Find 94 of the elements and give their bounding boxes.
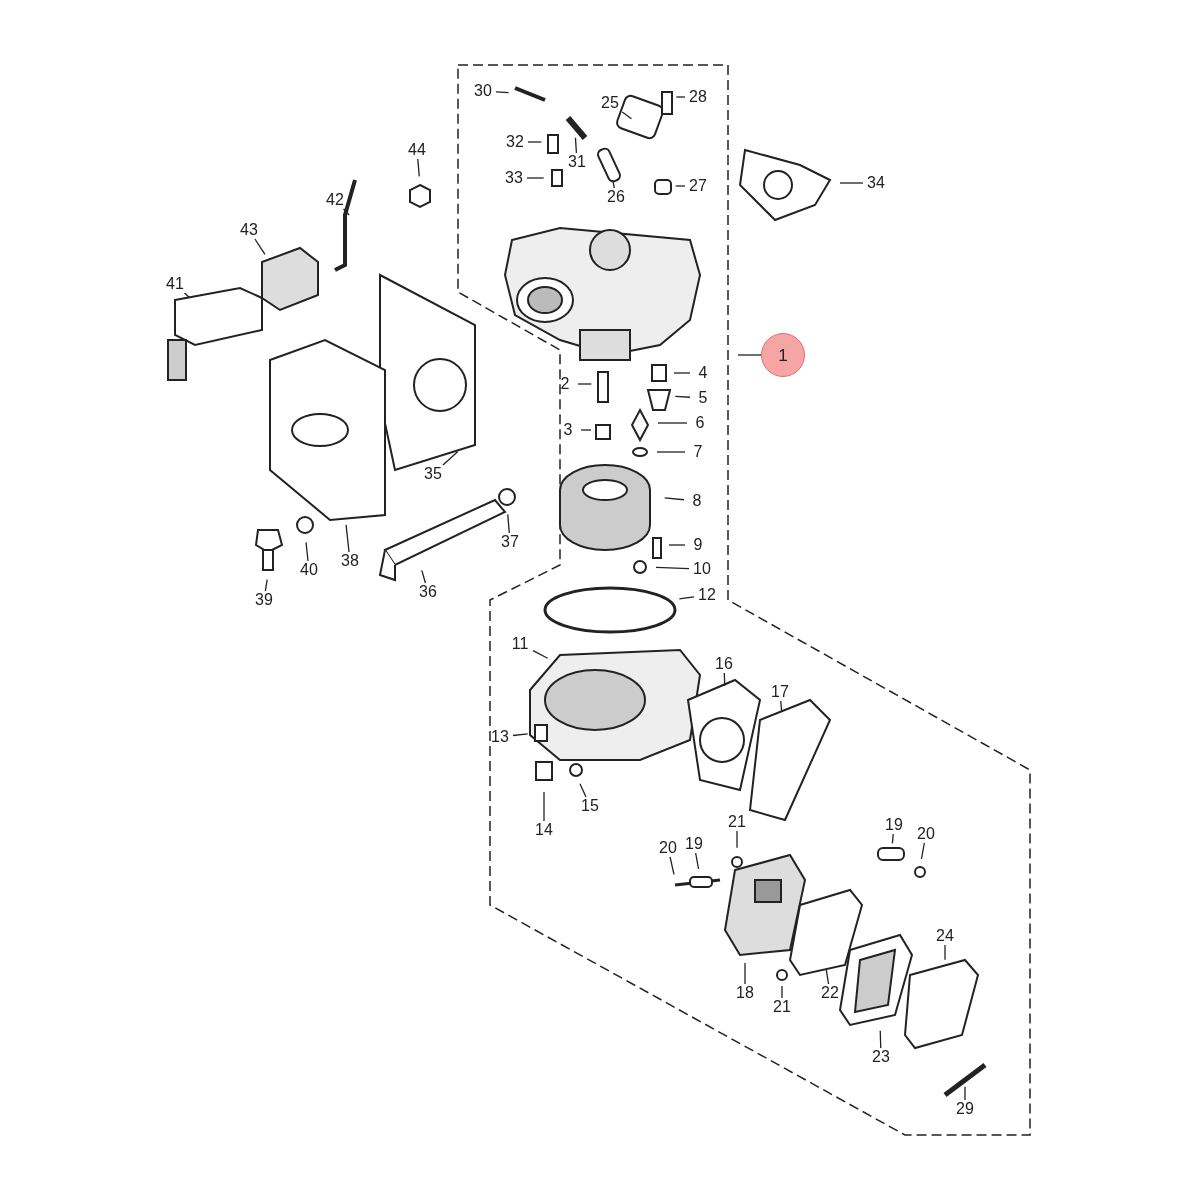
- leader-line: [723, 672, 726, 687]
- leader-line: [669, 856, 675, 875]
- leader-line: [657, 422, 688, 424]
- callout-number: 22: [817, 984, 843, 1002]
- leader-line: [612, 179, 615, 189]
- callout-number: 9: [685, 536, 711, 554]
- callout-number: 40: [296, 561, 322, 579]
- leader-line: [345, 524, 350, 553]
- leader-line: [580, 429, 592, 431]
- callout-number: 19: [881, 816, 907, 834]
- callout-number: 37: [497, 533, 523, 551]
- callout-number: 17: [767, 683, 793, 701]
- leader-line: [574, 137, 578, 154]
- leader-line: [668, 544, 686, 546]
- callout-number: 23: [868, 1048, 894, 1066]
- callout-number: 28: [685, 88, 711, 106]
- leader-line: [507, 513, 510, 534]
- leader-line: [920, 842, 925, 860]
- callout-number: 13: [487, 728, 513, 746]
- callout-number: 19: [681, 835, 707, 853]
- leader-line: [532, 650, 549, 659]
- callout-number: 44: [404, 141, 430, 159]
- callout-number: 4: [690, 364, 716, 382]
- callout-number: 34: [863, 174, 889, 192]
- leader-line: [543, 791, 545, 822]
- leader-line: [495, 91, 510, 94]
- callout-number: 7: [685, 443, 711, 461]
- callout-number: 31: [564, 153, 590, 171]
- leader-line: [621, 111, 633, 120]
- leader-line: [183, 292, 191, 299]
- leader-line: [737, 354, 762, 356]
- leader-line: [673, 372, 691, 374]
- leader-line: [254, 238, 266, 255]
- leader-line: [579, 783, 587, 798]
- leader-line: [678, 596, 695, 600]
- leader-line: [780, 700, 783, 712]
- callout-number: 10: [689, 560, 715, 578]
- leader-line: [655, 566, 690, 570]
- leader-line: [656, 451, 686, 453]
- callout-number: 14: [531, 821, 557, 839]
- callout-number: 42: [322, 191, 348, 209]
- callout-number: 6: [687, 414, 713, 432]
- leader-line: [512, 733, 529, 737]
- callout-number: 20: [655, 839, 681, 857]
- leader-line: [674, 395, 691, 398]
- callout-number: 29: [952, 1100, 978, 1118]
- leader-line: [695, 852, 700, 870]
- callout-number: 5: [690, 389, 716, 407]
- callout-number: 18: [732, 984, 758, 1002]
- leader-line: [825, 968, 830, 985]
- callout-number: 12: [694, 586, 720, 604]
- callout-number: 36: [415, 583, 441, 601]
- callout-number: 30: [470, 82, 496, 100]
- leader-line: [342, 208, 350, 216]
- callout-number: 24: [932, 927, 958, 945]
- callout-number: 11: [507, 635, 533, 653]
- callout-number: 25: [597, 94, 623, 112]
- callout-number: 3: [555, 421, 581, 439]
- leader-line: [664, 497, 685, 501]
- callout-number: 21: [724, 813, 750, 831]
- leader-line: [675, 185, 686, 187]
- leader-line: [891, 833, 894, 844]
- leader-line: [264, 579, 268, 592]
- leader-line: [944, 944, 946, 961]
- callout-number: 38: [337, 552, 363, 570]
- callout-number: 32: [502, 133, 528, 151]
- callout-circle: 1: [761, 333, 805, 377]
- callout-number: 41: [162, 275, 188, 293]
- callout-number: 39: [251, 591, 277, 609]
- leader-line: [964, 1086, 966, 1101]
- callout-number: 43: [236, 221, 262, 239]
- callout-number: 15: [577, 797, 603, 815]
- leader-line: [879, 1030, 882, 1049]
- leader-line: [577, 383, 592, 385]
- callout-number: 2: [552, 375, 578, 393]
- leader-line: [675, 96, 686, 98]
- callout-number: 26: [603, 188, 629, 206]
- leader-line: [305, 541, 309, 562]
- leader-line: [527, 141, 542, 143]
- callout-number: 21: [769, 998, 795, 1016]
- callout-number: 35: [420, 465, 446, 483]
- leader-line: [736, 830, 738, 849]
- callout-number: 27: [685, 177, 711, 195]
- leader-line: [526, 177, 545, 179]
- leader-line: [417, 158, 420, 177]
- callout-number: 20: [913, 825, 939, 843]
- leader-line: [744, 962, 746, 985]
- callout-number: 8: [684, 492, 710, 510]
- callout-number: 33: [501, 169, 527, 187]
- leader-line: [781, 985, 783, 999]
- leader-line: [421, 569, 427, 584]
- callout-number: 16: [711, 655, 737, 673]
- leader-line: [839, 182, 864, 184]
- leader-line: [442, 451, 459, 466]
